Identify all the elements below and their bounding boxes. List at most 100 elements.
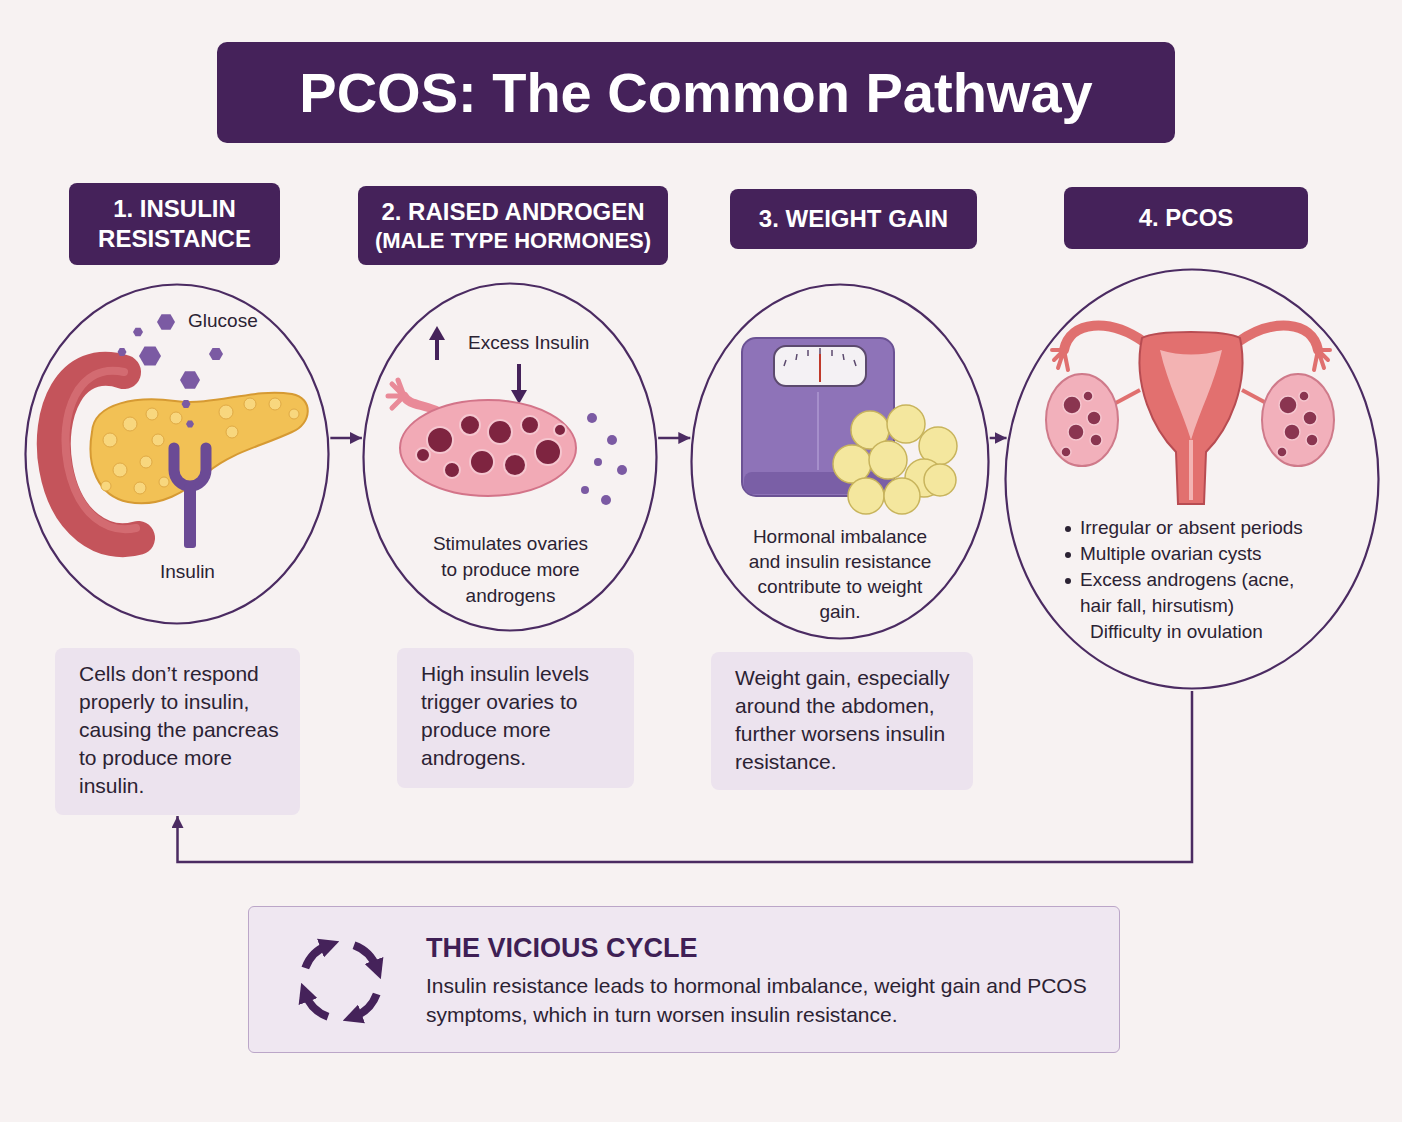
body-text: Weight gain, especially around the abdom… xyxy=(735,664,959,776)
uterus-illustration xyxy=(1087,411,1101,425)
uterus-illustration xyxy=(1189,440,1193,500)
heading-text: 2. RAISED ANDROGEN xyxy=(370,197,656,227)
ovary-illustration xyxy=(388,326,627,505)
bullet-text: Irregular or absent periods xyxy=(1080,515,1324,541)
ovary-illustration xyxy=(416,415,566,478)
cycle-icon xyxy=(305,994,328,1017)
connector-arrow xyxy=(330,437,362,440)
pancreas-illustration xyxy=(118,314,224,427)
uterus-illustration xyxy=(1160,350,1222,440)
pancreas-illustration xyxy=(54,314,308,548)
ovary-illustration xyxy=(535,439,561,465)
ovary-illustration xyxy=(416,448,430,462)
circle-outline xyxy=(1006,270,1379,689)
uterus-illustration xyxy=(1063,396,1081,414)
summary-panel: THE VICIOUS CYCLE Insulin resistance lead… xyxy=(248,906,1120,1053)
body-text: Cells don’t respond properly to insulin,… xyxy=(79,660,286,800)
pancreas-illustration xyxy=(91,393,308,504)
fat-cells-illustration xyxy=(848,478,884,514)
pancreas-illustration xyxy=(170,412,182,424)
bullet-list: Irregular or absent periodsMultiple ovar… xyxy=(1062,515,1324,645)
heading-text: (MALE TYPE HORMONES) xyxy=(370,227,656,255)
bullet-dot xyxy=(1065,578,1071,584)
stage-circle: Hormonal imbalance and insulin resistanc… xyxy=(690,283,990,640)
uterus-illustration xyxy=(1068,424,1084,440)
scale-illustration xyxy=(742,338,894,496)
heading-text: 1. INSULIN RESISTANCE xyxy=(81,194,268,254)
cycle-icon xyxy=(354,994,377,1017)
explanation-box: Cells don’t respond properly to insulin,… xyxy=(55,648,300,815)
circle-text: Hormonal imbalance and insulin resistanc… xyxy=(740,524,940,624)
pancreas-illustration xyxy=(152,434,164,446)
ovary-illustration xyxy=(521,416,539,434)
ovary-illustration xyxy=(504,454,526,476)
pancreas-illustration xyxy=(219,405,233,419)
connector-arrow xyxy=(990,437,1007,440)
scale-illustration xyxy=(817,392,819,470)
heading-text: 3. WEIGHT GAIN xyxy=(742,204,965,234)
ovary-illustration xyxy=(400,400,576,496)
scale-illustration xyxy=(742,338,894,496)
pancreas-illustration xyxy=(123,417,137,431)
cycle-icon xyxy=(354,945,377,968)
ovary-illustration xyxy=(517,364,521,392)
pancreas-illustration xyxy=(269,398,281,410)
ovary-illustration xyxy=(581,413,627,505)
circle-text: Excess Insulin xyxy=(468,330,589,356)
bullet-dot xyxy=(1065,526,1071,532)
connector-arrow xyxy=(658,437,690,440)
stage-circle: Excess InsulinStimulates ovaries to prod… xyxy=(362,282,658,632)
pancreas-illustration xyxy=(182,400,191,408)
circle-text: Glucose xyxy=(188,308,258,334)
title-text: PCOS: The Common Pathway xyxy=(299,60,1092,125)
ovary-illustration xyxy=(607,435,617,445)
ovary-illustration xyxy=(594,458,602,466)
ovary-illustration xyxy=(554,424,566,436)
pancreas-illustration xyxy=(226,426,238,438)
pancreas-illustration xyxy=(289,409,299,419)
step-heading: 1. INSULIN RESISTANCE xyxy=(69,183,280,265)
uterus-illustration xyxy=(1303,411,1317,425)
uterus-illustration xyxy=(1262,374,1334,466)
pancreas-illustration xyxy=(209,348,223,360)
fat-cells-illustration xyxy=(924,464,956,496)
ovary-illustration xyxy=(435,338,439,360)
uterus-illustration xyxy=(1238,326,1318,350)
uterus-illustration xyxy=(1061,447,1071,457)
uterus-illustration xyxy=(1279,396,1297,414)
fat-cells-illustration xyxy=(869,441,907,479)
uterus-illustration xyxy=(1046,326,1334,504)
pancreas-illustration xyxy=(140,456,152,468)
ovary-illustration xyxy=(429,326,445,340)
pancreas-illustration xyxy=(146,408,158,420)
uterus-illustration xyxy=(1061,391,1318,457)
step-heading: 4. PCOS xyxy=(1064,187,1308,249)
uterus-illustration xyxy=(1064,326,1144,350)
pancreas-illustration xyxy=(180,371,200,388)
uterus-illustration xyxy=(1277,447,1287,457)
step-heading: 2. RAISED ANDROGEN(MALE TYPE HORMONES) xyxy=(358,186,668,265)
uterus-illustration xyxy=(1306,434,1318,446)
pancreas-illustration xyxy=(186,421,194,428)
pancreas-illustration xyxy=(159,477,169,487)
pancreas-illustration xyxy=(244,398,256,410)
pancreas-illustration xyxy=(134,482,146,494)
cycle-icon xyxy=(305,945,376,1016)
bullet-text: Multiple ovarian cysts xyxy=(1080,541,1324,567)
title-banner: PCOS: The Common Pathway xyxy=(217,42,1175,143)
scale-illustration xyxy=(819,354,821,382)
panel-text: Insulin resistance leads to hormonal imb… xyxy=(426,971,1101,1029)
pancreas-illustration xyxy=(157,314,175,330)
body-text: High insulin levels trigger ovaries to p… xyxy=(421,660,620,772)
ovary-illustration xyxy=(460,415,480,435)
bullet-item: Difficulty in ovulation xyxy=(1062,619,1324,645)
bullet-dot xyxy=(1065,552,1071,558)
step-heading: 3. WEIGHT GAIN xyxy=(730,189,977,249)
pancreas-illustration xyxy=(184,484,196,548)
circle-text: Stimulates ovaries to produce more andro… xyxy=(423,531,598,609)
uterus-illustration xyxy=(1314,350,1330,370)
bullet-text: Difficulty in ovulation xyxy=(1090,619,1324,645)
panel-text: THE VICIOUS CYCLE xyxy=(426,931,1101,965)
ovary-illustration xyxy=(617,465,627,475)
